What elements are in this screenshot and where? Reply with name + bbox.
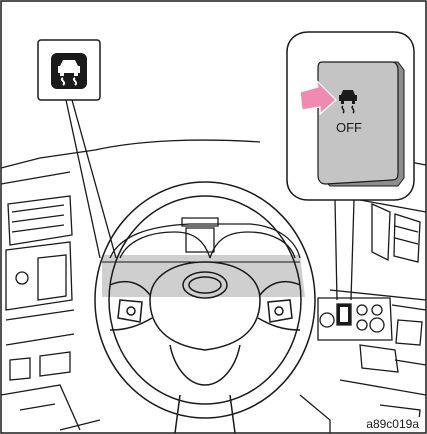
figure-code: a89c019a	[364, 417, 421, 431]
slip-indicator-icon	[51, 53, 87, 89]
vsc-off-switch: OFF	[318, 62, 404, 186]
switch-off-label: OFF	[336, 120, 362, 135]
